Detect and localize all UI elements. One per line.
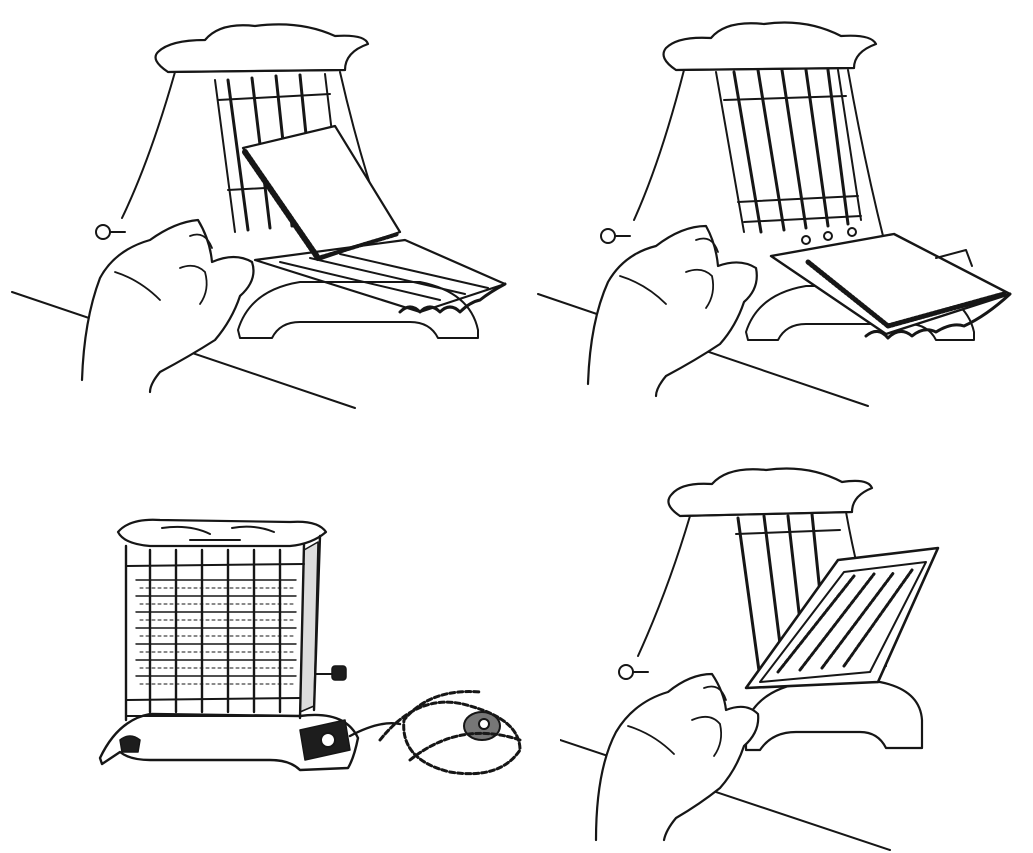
door-knob <box>618 664 649 680</box>
toaster-side-frame <box>633 69 885 241</box>
toaster-top-lid <box>116 518 328 548</box>
panel-open-toaster-bread-leaning <box>0 0 516 420</box>
panel-toaster-closing-door <box>560 420 1033 853</box>
panel-open-toaster-bread-on-door <box>516 0 1033 420</box>
panel-closed-toaster-with-cord <box>0 420 560 853</box>
toaster-top-lid <box>154 23 370 74</box>
hand <box>80 218 255 394</box>
toaster-top-lid <box>662 21 878 72</box>
toaster-door-open <box>253 238 507 314</box>
toaster-base <box>237 281 479 339</box>
side-knob <box>315 665 347 681</box>
door-coil-pattern <box>776 568 914 674</box>
toaster-heating-rack <box>715 68 862 245</box>
door-knob <box>95 224 126 240</box>
toaster-base <box>744 680 924 752</box>
toaster-door-closing <box>744 546 940 690</box>
toaster-body-cage <box>124 534 322 722</box>
hand <box>594 672 760 842</box>
toaster-base <box>98 712 360 772</box>
toaster-door-with-bread <box>769 232 1012 340</box>
power-cord <box>348 690 522 776</box>
door-knob <box>600 228 631 244</box>
toaster-top-lid <box>667 467 874 518</box>
heating-coil-pattern <box>135 579 297 685</box>
hand <box>586 224 758 398</box>
